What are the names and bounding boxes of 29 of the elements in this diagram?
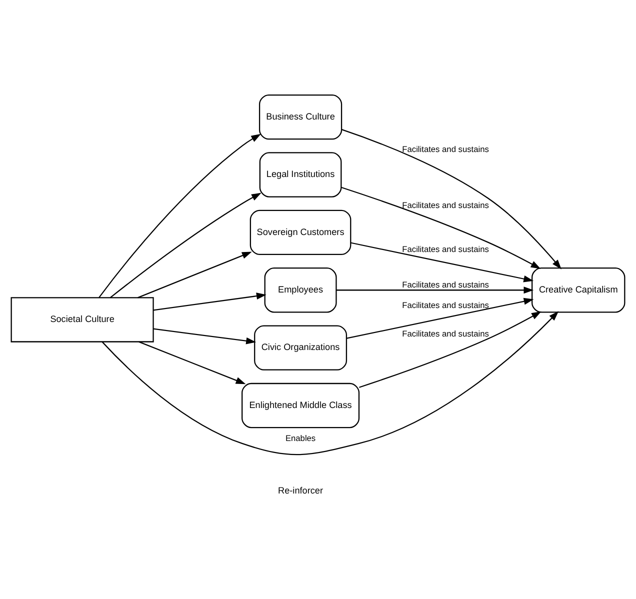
node-box: Legal Institutions [259,152,342,197]
arrow [359,310,542,388]
node-box: Civic Organizations [254,324,348,370]
arrow [102,310,559,455]
arrow [153,292,266,310]
node-box: Enlightened Middle Class [242,382,360,428]
arrow [98,133,262,298]
edge-label: Facilitates and sustains [402,279,489,290]
arrow [350,242,534,282]
node-box: Societal Culture [10,296,154,342]
arrow [341,186,541,268]
node-box: Employees [264,267,337,312]
arrow [153,328,256,344]
node-box: Business Culture [258,94,342,140]
edge-label: Facilitates and sustains [402,143,489,154]
node-box: Sovereign Customers [250,209,352,255]
arrow [138,251,252,298]
label: Re-inforcer [278,485,324,496]
node-box: Creative Capitalism [532,267,626,312]
arrow [138,340,246,384]
edge-label: Enables [285,432,316,443]
edge-label: Facilitates and sustains [402,244,489,254]
edge-label: Facilitates and sustains [402,199,489,210]
arrow [342,128,562,269]
edge-label: Facilitates and sustains [402,300,489,310]
arrow [110,192,262,298]
arrow [336,286,534,294]
edge-label: Facilitates and sustains [402,328,489,338]
arrow [346,297,534,338]
